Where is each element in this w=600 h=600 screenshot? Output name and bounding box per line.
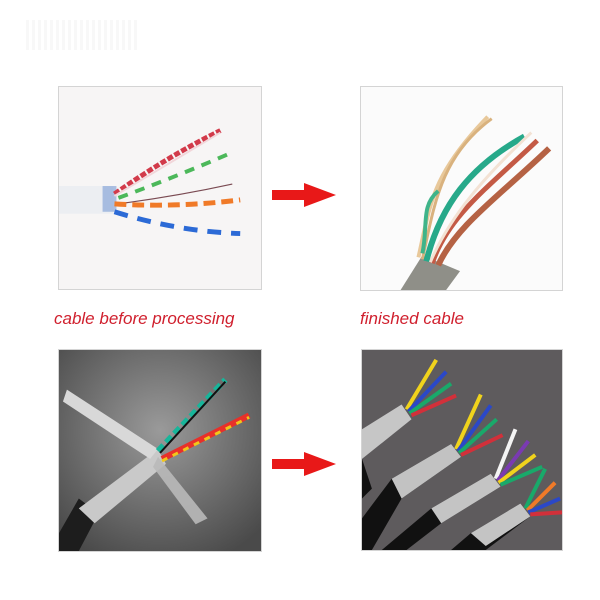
image-finished-cable-top [360,86,563,291]
shielded-cable-illustration [59,350,261,551]
image-finished-cable-bottom [361,349,563,551]
right-arrow-icon [272,452,336,476]
label-finished-cable: finished cable [360,309,464,328]
right-arrow-icon [272,183,336,207]
image-cable-before-bottom [58,349,262,552]
image-cable-before-top [58,86,262,290]
twisted-pair-cable-illustration [59,87,261,289]
finished-multicore-cables-illustration [362,350,562,550]
label-cable-before-processing: cable before processing [54,309,235,328]
finished-cable-illustration [361,87,562,290]
watermark [26,20,138,50]
